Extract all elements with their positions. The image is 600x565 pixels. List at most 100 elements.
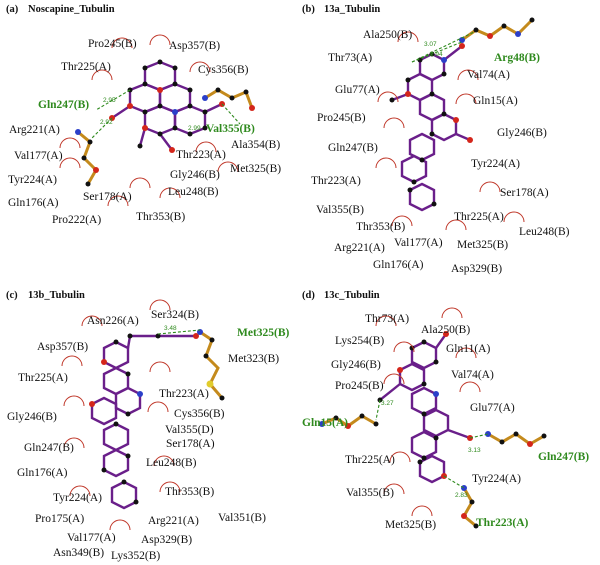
residue-label: Thr225(A): [61, 61, 111, 73]
residue-label: Ala354(B): [231, 139, 280, 151]
residue-label: Glu77(A): [470, 402, 515, 414]
residue-label: Tyr224(A): [53, 492, 102, 504]
residue-label: Met325(B): [230, 163, 281, 175]
residue-label: Pro245(B): [317, 112, 366, 124]
panel-title: 13b_Tubulin: [28, 290, 85, 301]
residue-sidechain: [319, 413, 547, 529]
residue-label-hbond: Gln15(A): [302, 417, 348, 429]
residue-label: Ser178(A): [166, 438, 215, 450]
residue-label: Asn349(B): [53, 547, 104, 559]
hbond-distance: 2.92: [100, 119, 113, 126]
residue-label: Thr225(A): [345, 454, 395, 466]
residue-label: Thr353(B): [356, 221, 405, 233]
residue-label-hbond: Met325(B): [237, 327, 290, 339]
residue-label-hbond: Thr223(A): [476, 517, 529, 529]
residue-label: Thr225(A): [454, 211, 504, 223]
residue-label: Lys352(B): [111, 550, 160, 562]
residue-label: Thr223(A): [311, 175, 361, 187]
hydrogen-bonds: 3.48: [157, 325, 201, 335]
residue-label: Tyr224(A): [8, 174, 57, 186]
ligand-structure: [377, 331, 473, 484]
panel-d: (d) 13c_Tubulin: [302, 290, 589, 531]
residue-sidechain: [459, 17, 535, 43]
panel-title: 13c_Tubulin: [324, 290, 380, 301]
residue-label: Asn226(A): [87, 315, 139, 327]
residue-label: Ser324(B): [151, 309, 199, 321]
residue-label: Leu248(B): [168, 186, 219, 198]
residue-label: Gly246(B): [331, 359, 381, 371]
residue-labels: Thr73(A) Lys254(B) Ala250(B) Gly246(B) G…: [302, 313, 589, 531]
residue-label: Ser178(A): [83, 191, 132, 203]
residue-label: Pro245(B): [88, 38, 137, 50]
residue-label: Tyr224(A): [471, 158, 520, 170]
residue-label: Thr225(A): [18, 372, 68, 384]
residue-label: Thr223(A): [159, 388, 209, 400]
residue-label: Arg221(A): [9, 124, 60, 136]
residue-label: Gln15(A): [473, 95, 518, 107]
residue-label: Gln176(A): [8, 197, 59, 209]
residue-label: Gln11(A): [446, 343, 490, 355]
panel-tag: (a): [6, 4, 19, 15]
residue-label: Ser178(A): [500, 187, 549, 199]
hbond-distance: 3.13: [468, 447, 481, 454]
residue-label: Asp357(B): [37, 341, 88, 353]
residue-label: Val177(A): [67, 532, 116, 544]
residue-label: Pro245(B): [335, 380, 384, 392]
residue-label: Gln247(B): [328, 142, 378, 154]
panel-tag: (c): [6, 290, 18, 301]
hydrogen-bonds: 3.07 2.94: [411, 31, 475, 63]
residue-labels: Ala250(B) Thr73(A) Arg48(B) Val74(A) Glu…: [311, 29, 570, 275]
residue-sidechain: [75, 87, 255, 187]
residue-label: Asp329(B): [451, 263, 502, 275]
residue-label: Val177(A): [394, 237, 443, 249]
hbond-distance: 3.07: [424, 41, 437, 48]
residue-label-hbond: Arg48(B): [494, 52, 540, 64]
hbond-distance: 2.99: [188, 125, 201, 132]
residue-label: Lys254(B): [335, 335, 384, 347]
residue-label: Val177(A): [14, 150, 63, 162]
residue-label: Leu248(B): [519, 226, 570, 238]
residue-label: Ala250(B): [363, 29, 412, 41]
residue-label: Cys356(B): [174, 408, 225, 420]
hydrogen-bonds: 3.27 3.13 2.83: [375, 399, 489, 499]
residue-label: Val355(D): [165, 424, 214, 436]
panel-a: (a) Noscapine_Tubulin: [6, 4, 281, 226]
residue-labels: Asn226(A) Ser324(B) Met325(B) Asp357(B) …: [7, 309, 290, 562]
residue-label: Pro175(A): [35, 513, 84, 525]
residue-label: Val355(B): [316, 204, 364, 216]
panel-title: Noscapine_Tubulin: [28, 4, 115, 15]
residue-label: Glu77(A): [335, 84, 380, 96]
residue-label: Met325(B): [457, 239, 508, 251]
ligand-structure: [389, 43, 473, 212]
residue-label: Met323(B): [228, 353, 279, 365]
residue-label: Gln176(A): [373, 259, 424, 271]
residue-label: Asp329(B): [141, 534, 192, 546]
hydrophobic-contact-arcs: [61, 299, 181, 531]
residue-label: Met325(B): [385, 519, 436, 531]
panel-b: (b) 13a_Tubulin: [302, 4, 570, 275]
residue-label: Leu248(B): [146, 457, 197, 469]
residue-label: Val351(B): [218, 512, 266, 524]
residue-label: Val74(A): [467, 69, 510, 81]
hbond-distance: 3.48: [164, 325, 177, 332]
residue-label: Asp357(B): [169, 40, 220, 52]
residue-label: Thr223(A): [176, 149, 226, 161]
residue-label-hbond: Gln247(B): [38, 99, 89, 111]
residue-label: Thr73(A): [328, 52, 372, 64]
residue-label: Thr353(B): [165, 486, 214, 498]
hydrophobic-contact-arcs: [59, 34, 239, 207]
residue-label: Cys356(B): [198, 64, 249, 76]
residue-label: Tyr224(A): [472, 473, 521, 485]
hbond-distance: 3.27: [381, 400, 394, 407]
panel-title: 13a_Tubulin: [324, 4, 380, 15]
panel-c: (c) 13b_Tubulin: [6, 290, 290, 562]
residue-label: Val355(B): [346, 487, 394, 499]
residue-label: Gln247(B): [24, 442, 74, 454]
residue-label: Ala250(B): [421, 324, 470, 336]
hydrophobic-contact-arcs: [375, 307, 481, 517]
panel-tag: (d): [302, 290, 315, 301]
residue-label: Gly246(B): [170, 169, 220, 181]
residue-labels: Pro245(B) Asp357(B) Thr225(A) Cys356(B) …: [8, 38, 281, 226]
residue-label: Pro222(A): [52, 214, 101, 226]
